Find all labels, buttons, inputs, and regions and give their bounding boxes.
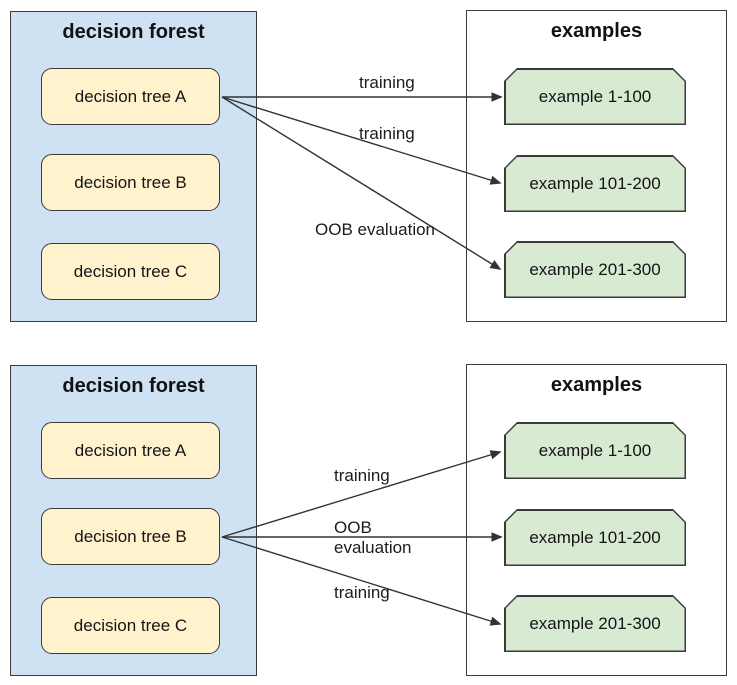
decision-tree-c-label: decision tree C xyxy=(73,615,188,635)
examples-title: examples xyxy=(550,374,643,396)
example-101-200-label: example 101-200 xyxy=(506,157,685,211)
example-201-300-label: example 201-300 xyxy=(506,243,685,297)
arrow-label-training-1: training xyxy=(359,73,415,92)
example-1-100-node: example 1-100 xyxy=(504,68,686,125)
example-1-100-node: example 1-100 xyxy=(504,422,686,479)
decision-forest-title: decision forest xyxy=(62,375,205,397)
decision-tree-c-node: decision tree C xyxy=(41,597,220,654)
decision-tree-c-node: decision tree C xyxy=(41,243,220,300)
decision-tree-a-node: decision tree A xyxy=(41,422,220,479)
decision-tree-b-node: decision tree B xyxy=(41,508,220,565)
arrow-label-oob-evaluation: OOB evaluation xyxy=(334,518,412,557)
arrow-label-oob-evaluation: OOB evaluation xyxy=(315,220,436,239)
decision-tree-a-label: decision tree A xyxy=(74,86,187,106)
arrow-label-training-1: training xyxy=(334,466,390,485)
example-101-200-label: example 101-200 xyxy=(506,511,685,565)
decision-tree-a-node: decision tree A xyxy=(41,68,220,125)
decision-forest-title: decision forest xyxy=(62,21,205,43)
decision-tree-b-node: decision tree B xyxy=(41,154,220,211)
arrow-tree-a-to-example-201-300 xyxy=(221,96,502,270)
decision-tree-a-label: decision tree A xyxy=(74,440,187,460)
example-1-100-label: example 1-100 xyxy=(506,424,685,478)
decision-tree-b-label: decision tree B xyxy=(74,172,187,192)
bagging-panel-2: decision forest decision tree A decision… xyxy=(0,354,737,685)
arrow-label-training-2: training xyxy=(334,583,390,602)
decision-tree-b-label: decision tree B xyxy=(74,526,187,546)
arrow-label-training-2: training xyxy=(359,124,415,143)
examples-title: examples xyxy=(550,20,643,42)
example-101-200-node: example 101-200 xyxy=(504,155,686,212)
example-1-100-label: example 1-100 xyxy=(506,70,685,124)
decision-tree-c-label: decision tree C xyxy=(73,261,188,281)
example-201-300-node: example 201-300 xyxy=(504,595,686,652)
bagging-panel-1: decision forest decision tree A decision… xyxy=(0,0,737,331)
example-201-300-label: example 201-300 xyxy=(506,597,685,651)
example-201-300-node: example 201-300 xyxy=(504,241,686,298)
example-101-200-node: example 101-200 xyxy=(504,509,686,566)
